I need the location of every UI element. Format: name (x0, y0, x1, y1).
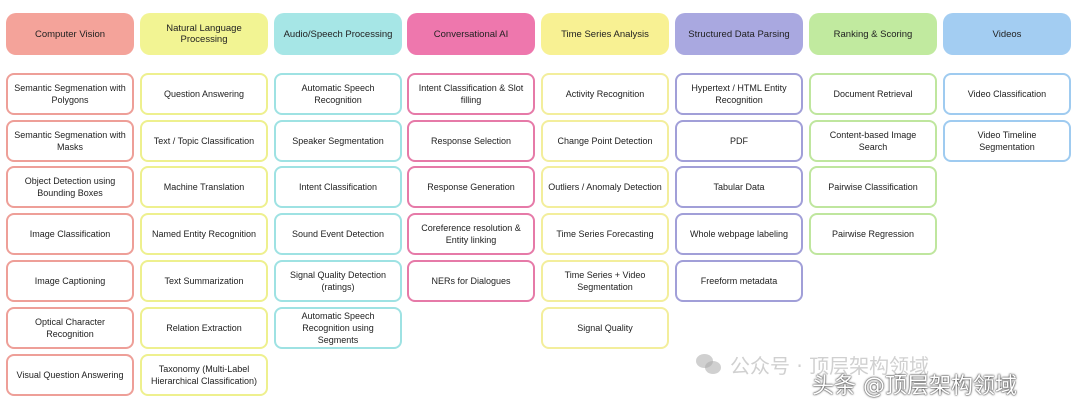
column-header: Natural Language Processing (140, 13, 268, 55)
task-card: Visual Question Answering (6, 354, 134, 396)
column-header: Audio/Speech Processing (274, 13, 402, 55)
task-card: Activity Recognition (541, 73, 669, 115)
task-card: Freeform metadata (675, 260, 803, 302)
task-card: Optical Character Recognition (6, 307, 134, 349)
watermark: 公众号 · 顶层架构领域 (696, 350, 929, 379)
task-card: Time Series + Video Segmentation (541, 260, 669, 302)
watermark-text: 公众号 · 顶层架构领域 (730, 354, 930, 378)
task-card: Signal Quality (541, 307, 669, 349)
task-card: Automatic Speech Recognition (274, 73, 402, 115)
task-card: Pairwise Classification (809, 166, 937, 208)
task-card: Hypertext / HTML Entity Recognition (675, 73, 803, 115)
task-card: Response Selection (407, 120, 535, 162)
task-card: Tabular Data (675, 166, 803, 208)
task-card: Semantic Segmenation with Polygons (6, 73, 134, 115)
task-card: Time Series Forecasting (541, 213, 669, 255)
task-card: Signal Quality Detection (ratings) (274, 260, 402, 302)
column-conversational-ai: Conversational AI Intent Classification &… (407, 13, 535, 408)
task-card: Intent Classification (274, 166, 402, 208)
task-card: Text / Topic Classification (140, 120, 268, 162)
task-card: Whole webpage labeling (675, 213, 803, 255)
column-header: Structured Data Parsing (675, 13, 803, 55)
task-card: Video Timeline Segmentation (943, 120, 1071, 162)
column-header: Computer Vision (6, 13, 134, 55)
task-card: Named Entity Recognition (140, 213, 268, 255)
task-card: Coreference resolution & Entity linking (407, 213, 535, 255)
task-card: Pairwise Regression (809, 213, 937, 255)
task-card: Image Captioning (6, 260, 134, 302)
task-card: Sound Event Detection (274, 213, 402, 255)
task-card: Taxonomy (Multi-Label Hierarchical Class… (140, 354, 268, 396)
task-card: Intent Classification & Slot filling (407, 73, 535, 115)
task-card: Relation Extraction (140, 307, 268, 349)
task-card: Response Generation (407, 166, 535, 208)
task-card: Automatic Speech Recognition using Segme… (274, 307, 402, 349)
task-card: Machine Translation (140, 166, 268, 208)
task-card: Object Detection using Bounding Boxes (6, 166, 134, 208)
task-card: Video Classification (943, 73, 1071, 115)
task-card: Text Summarization (140, 260, 268, 302)
task-card: Image Classification (6, 213, 134, 255)
task-card: Content-based Image Search (809, 120, 937, 162)
task-card: Semantic Segmenation with Masks (6, 120, 134, 162)
task-card: Change Point Detection (541, 120, 669, 162)
task-card: Question Answering (140, 73, 268, 115)
column-header: Conversational AI (407, 13, 535, 55)
task-card: Document Retrieval (809, 73, 937, 115)
task-card: PDF (675, 120, 803, 162)
task-card: Speaker Segmentation (274, 120, 402, 162)
column-header: Time Series Analysis (541, 13, 669, 55)
column-header: Videos (943, 13, 1071, 55)
column-header: Ranking & Scoring (809, 13, 937, 55)
credit-text: 头条 @顶层架构领域 (812, 374, 1017, 399)
task-card: Outliers / Anomaly Detection (541, 166, 669, 208)
wechat-icon (696, 353, 722, 376)
task-card: NERs for Dialogues (407, 260, 535, 302)
